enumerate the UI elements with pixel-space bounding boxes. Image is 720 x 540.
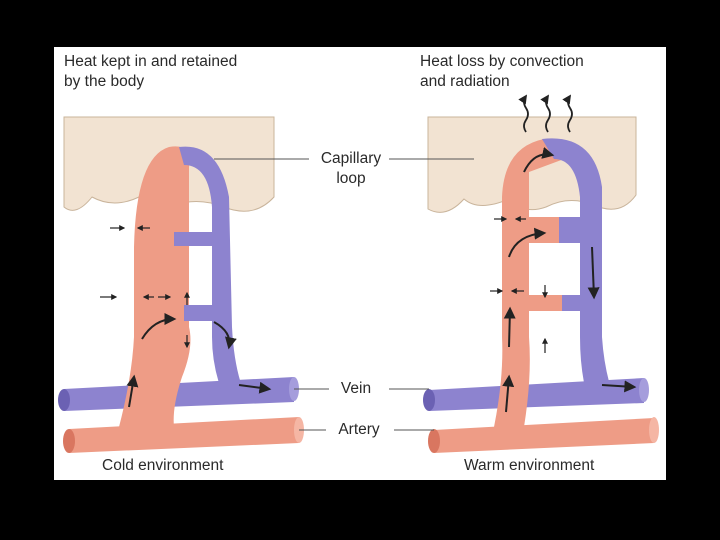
diagram-panel: Heat kept in and retained by the body He… xyxy=(54,47,666,480)
leader-lines xyxy=(214,158,474,431)
label-artery: Artery xyxy=(338,421,380,438)
flow-arrow-warm-6 xyxy=(601,380,637,393)
warm-diagram xyxy=(423,94,659,453)
artery-warm xyxy=(428,417,659,453)
flow-arrow-warm-4 xyxy=(523,147,555,173)
flow-arrow-cold-3 xyxy=(213,321,237,350)
heat-wave-icon xyxy=(518,94,573,133)
label-capillary: Capillary xyxy=(320,150,382,167)
flow-arrow-cold-4 xyxy=(238,381,272,394)
flow-arrow-warm-3 xyxy=(508,227,547,258)
heading-warm-line2: and radiation xyxy=(420,73,510,90)
flow-arrow-warm-1 xyxy=(502,374,515,413)
flow-arrow-cold-1 xyxy=(126,374,139,408)
label-vein: Vein xyxy=(340,380,372,397)
caption-cold: Cold environment xyxy=(102,457,224,474)
flow-arrow-warm-5 xyxy=(587,246,600,300)
flow-arrow-cold-2 xyxy=(141,313,177,340)
heading-cold-line2: by the body xyxy=(64,73,145,90)
label-capillary-loop: loop xyxy=(336,170,366,187)
flow-arrow-warm-2 xyxy=(503,306,516,348)
arteriole-stem-warm xyxy=(494,138,565,427)
venule-loop-cold xyxy=(179,146,244,392)
arteriole-stem-cold xyxy=(119,146,191,427)
thermoregulation-diagram xyxy=(58,94,659,453)
heading-warm-line1: Heat loss by convection xyxy=(420,53,584,70)
heading-cold-line1: Heat kept in and retained xyxy=(64,53,238,70)
artery-cold xyxy=(63,417,304,453)
vein-warm xyxy=(423,378,649,411)
caption-warm: Warm environment xyxy=(464,457,595,474)
cold-diagram xyxy=(58,116,304,453)
venule-loop-warm xyxy=(542,138,612,392)
